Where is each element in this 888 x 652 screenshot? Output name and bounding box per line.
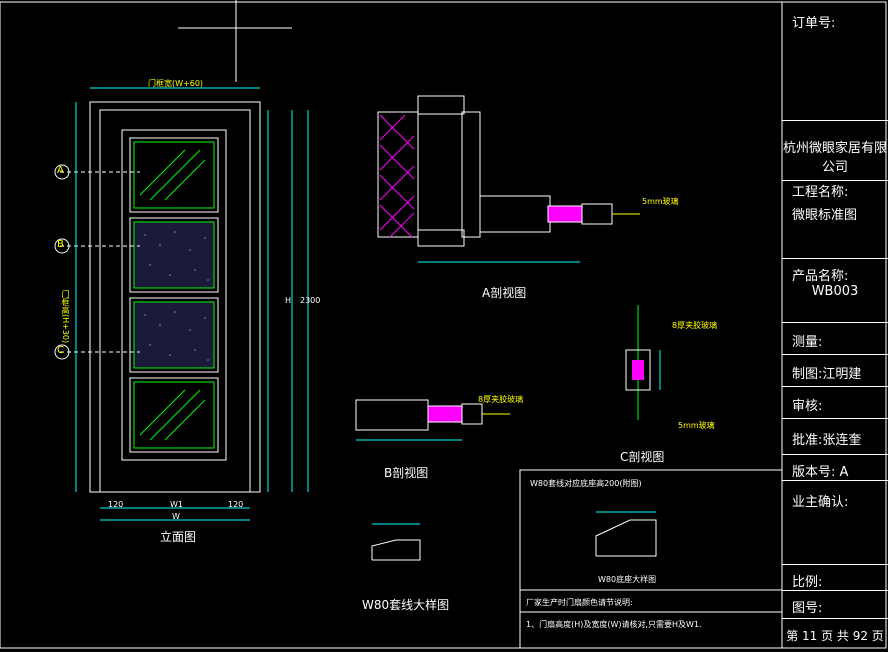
notes-box — [519, 469, 783, 649]
a-section-title: A剖视图 — [482, 286, 527, 300]
drawer-field: 制图:江明建 — [782, 354, 888, 386]
glass-label-b: 8厚夹胶玻璃 — [478, 395, 524, 404]
elevation-view — [54, 87, 309, 521]
note-1: 1、门扇高度(H)及宽度(W)请核对,只需要H及W1. — [526, 620, 702, 629]
dim-120-right: 120 — [228, 500, 244, 509]
owner-confirm-field: 业主确认: — [782, 480, 888, 564]
dim-w1: W1 — [170, 500, 183, 509]
company-name: 杭州微眼家居有限公司 — [782, 120, 888, 180]
review-field: 审核: — [782, 386, 888, 418]
product-value: WB003 — [811, 284, 859, 299]
marker-b: B — [57, 239, 64, 250]
casing-detail — [371, 523, 421, 561]
dim-h: H — [285, 296, 292, 305]
door-height-label: 门框高(H+30) — [61, 290, 70, 344]
dim-120-left: 120 — [108, 500, 124, 509]
dim-w: W — [172, 512, 180, 521]
door-width-label: 门框宽(W+60) — [148, 79, 204, 88]
glass-label-c1: 8厚夹胶玻璃 — [672, 321, 718, 330]
dim-2300: 2300 — [300, 296, 321, 305]
survey-field: 测量: — [782, 322, 888, 354]
project-value: 微眼标准图 — [792, 208, 858, 223]
casing-title: W80套线大样图 — [362, 598, 450, 612]
a-section-view — [377, 95, 640, 263]
scale-field: 比例: — [782, 564, 888, 590]
glass-label-c2: 5mm玻璃 — [678, 421, 715, 430]
b-section-view — [355, 399, 510, 441]
product-label: 产品名称: — [782, 258, 888, 322]
approve-field: 批准:张连奎 — [782, 418, 888, 454]
baseboard-title: W80底座大样图 — [598, 575, 657, 584]
factory-note: 厂家生产时门扇颜色请节说明: — [526, 598, 633, 607]
base-note: W80套线对应底座高200(附图) — [530, 479, 642, 488]
marker-c: C — [57, 345, 64, 356]
project-label: 工程名称: — [782, 180, 888, 224]
elevation-title: 立面图 — [160, 530, 197, 544]
marker-a: A — [57, 165, 64, 176]
c-section-view — [625, 305, 661, 420]
glass-label-a: 5mm玻璃 — [642, 197, 679, 206]
c-section-title: C剖视图 — [620, 450, 665, 464]
page-indicator: 第 11 页 共 92 页 — [782, 618, 888, 648]
b-section-title: B剖视图 — [384, 466, 429, 480]
order-number: 订单号: — [792, 16, 836, 31]
version-field: 版本号: A — [782, 454, 888, 480]
drawing-no-field: 图号: — [782, 590, 888, 616]
